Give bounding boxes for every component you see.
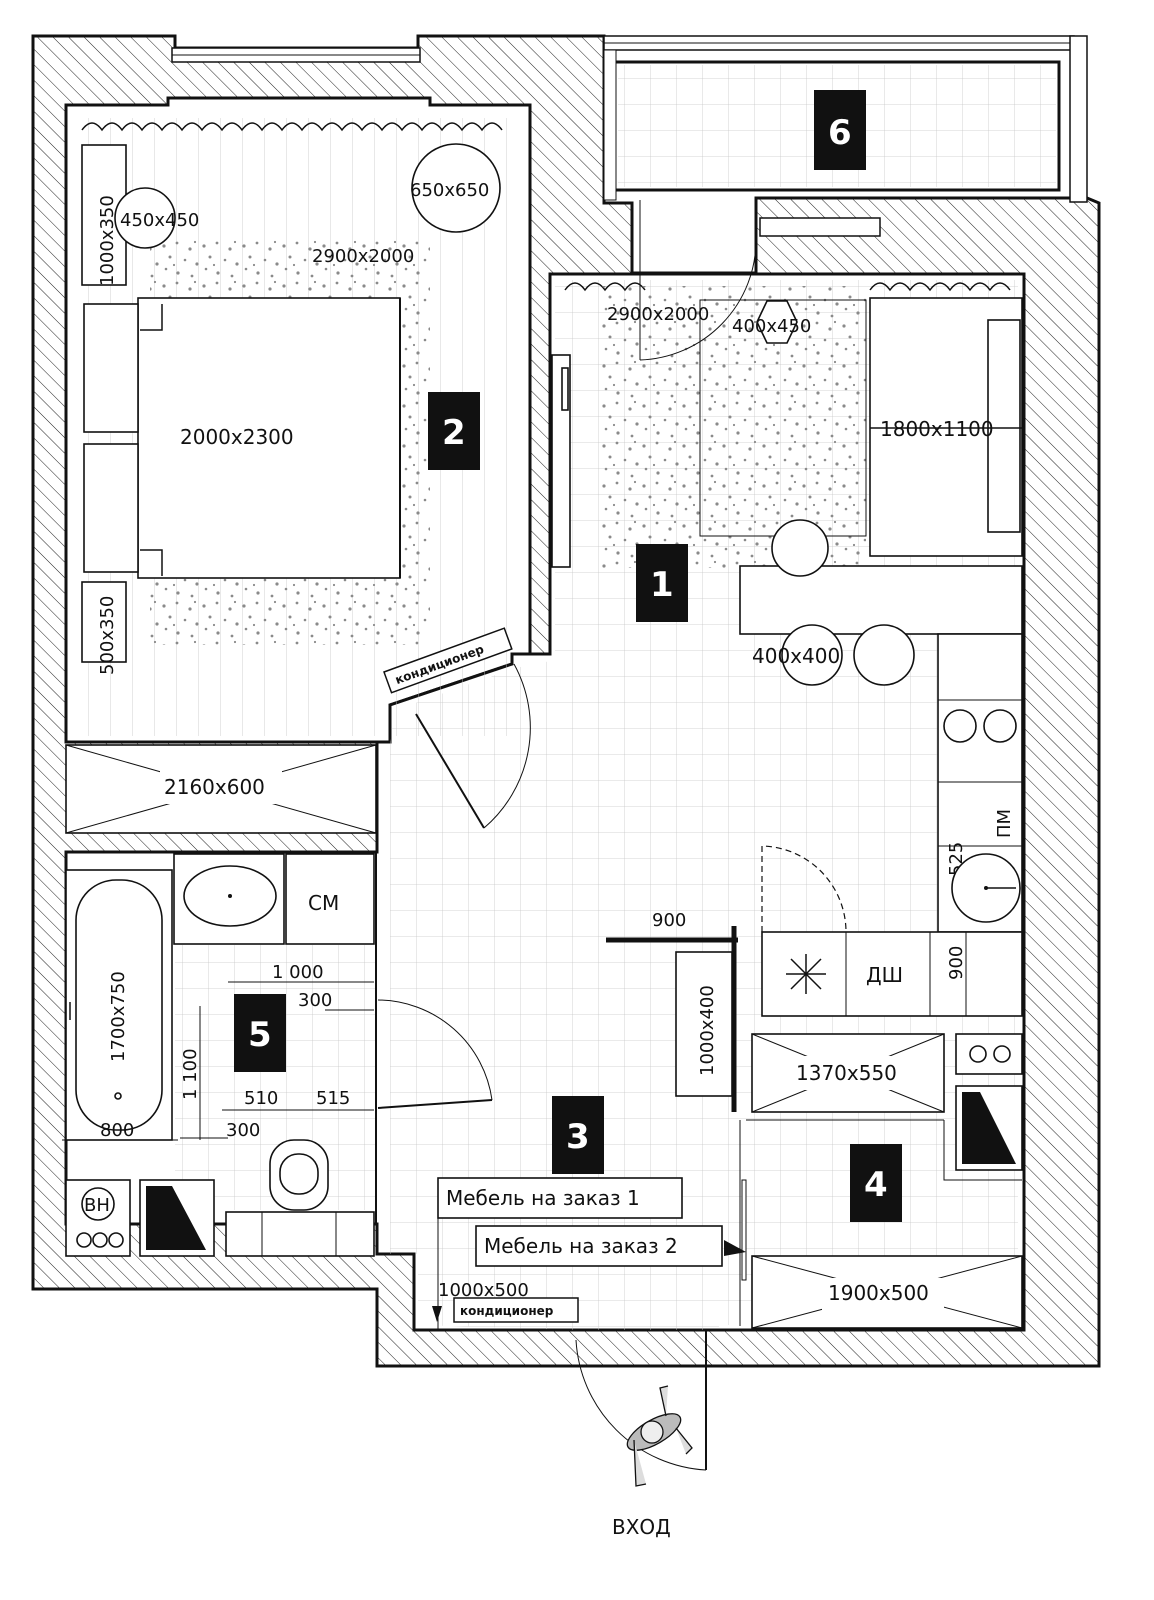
room-number-3: 3 (566, 1117, 590, 1157)
dining-table (739, 565, 1023, 635)
bedroom-wardrobe-label: 2160x600 (164, 775, 265, 799)
room-number-4: 4 (864, 1165, 888, 1205)
bed-label: 2000x2300 (180, 425, 294, 449)
wm-label: СМ (308, 891, 339, 915)
washing-machine (285, 853, 375, 945)
pouf-label: 400x450 (732, 316, 811, 337)
room-number-5: 5 (248, 1015, 272, 1055)
dim-1100: 1 100 (180, 1048, 201, 1100)
dim-510: 510 (244, 1088, 278, 1109)
dim-800: 800 (100, 1120, 134, 1141)
pm-label: ПМ (994, 809, 1015, 838)
room-numbers: 6 2 1 5 3 4 (234, 90, 902, 1222)
furniture-1-label: Мебель на заказ 1 (446, 1186, 640, 1210)
nightstand-bottom-label: 500x350 (97, 596, 118, 675)
nightstand-bottom (81, 581, 127, 663)
bathroom: 1700x750 800 СМ 1 000 300 1 100 510 515 … (62, 851, 493, 1257)
hall: 1000x400 Мебель на заказ 1 Мебель на зак… (432, 926, 747, 1539)
dim-900-top: 900 (652, 910, 686, 931)
stools-label: 400x400 (752, 644, 840, 668)
furniture-2 (475, 1225, 723, 1267)
furniture-2-label: Мебель на заказ 2 (484, 1234, 678, 1258)
room-number-2: 2 (442, 413, 466, 453)
bath-label: 1700x750 (108, 971, 129, 1062)
entrance-label: ВХОД (612, 1515, 671, 1539)
furniture-1 (437, 1177, 683, 1219)
living-rug-label: 2900x2000 (607, 304, 709, 325)
dw-label: ДШ (866, 963, 903, 987)
round-table (411, 143, 501, 233)
balcony (631, 200, 757, 361)
hall-ac-label: кондиционер (460, 1304, 554, 1318)
windows (171, 35, 1088, 237)
storage-wardrobe-label: 1900x500 (828, 1281, 929, 1305)
room-number-1: 1 (650, 565, 674, 605)
bedside-lamp (114, 187, 176, 249)
storage-shelf-label: 1370x550 (796, 1061, 897, 1085)
dim-1000: 1 000 (272, 962, 324, 983)
bedroom-rug-label: 2900x2000 (312, 246, 414, 267)
room-number-6: 6 (828, 113, 852, 153)
dim-900-side: 900 (946, 946, 967, 980)
hall-cabinet-label: 1000x400 (697, 985, 718, 1076)
round-table-label: 650x650 (410, 180, 489, 201)
storage: 1370x550 1900x500 (746, 1033, 1023, 1329)
sofa-label: 1800x1100 (880, 417, 994, 441)
boiler-label: ВН (84, 1195, 110, 1216)
person-icon (626, 1385, 693, 1487)
lamp-label: 450x450 (120, 210, 199, 231)
hall-cabinet (675, 951, 733, 1097)
living-rug (600, 286, 866, 568)
pouf (756, 300, 798, 344)
shoe-label: 1000x500 (438, 1280, 529, 1301)
dim-300a: 300 (298, 990, 332, 1011)
living-room: 2900x2000 400x450 1800x1100 400x400 ПМ 5… (551, 286, 1023, 1017)
dim-300b: 300 (226, 1120, 260, 1141)
dim-515: 515 (316, 1088, 350, 1109)
hob-icon (786, 954, 826, 994)
hall-ac (453, 1297, 579, 1323)
bed (137, 297, 401, 579)
nightstand-top-label: 1000x350 (97, 195, 118, 286)
